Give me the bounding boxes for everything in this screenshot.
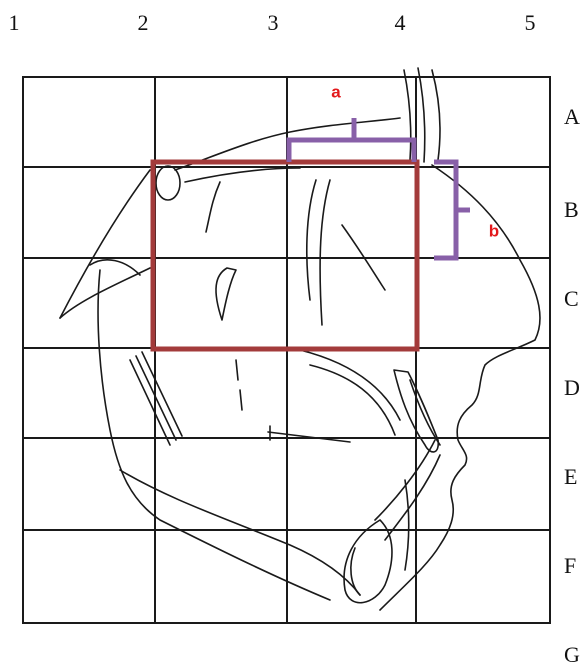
maxilla-line xyxy=(320,180,330,325)
frontal-bone-line xyxy=(404,70,411,160)
frontal-bone-line xyxy=(418,68,425,162)
bracket-a xyxy=(289,118,414,162)
upper-jaw-curve xyxy=(300,350,400,420)
upper-jaw-curve xyxy=(310,365,395,435)
pterygoid-outline xyxy=(216,268,236,320)
bracket-b xyxy=(434,162,470,258)
cranial-inner-outline xyxy=(185,168,300,182)
maxilla-line xyxy=(307,180,316,300)
zygoma-line xyxy=(206,182,220,232)
bracket-b-label: b xyxy=(489,223,499,240)
lower-incisor-line xyxy=(385,455,440,540)
ramus-line xyxy=(130,360,170,445)
lower-lip-line xyxy=(405,480,409,570)
tracing-mark xyxy=(240,390,242,410)
analysis-region-box xyxy=(153,162,417,349)
orbit-outline xyxy=(156,166,180,200)
mastoid-curve xyxy=(90,260,140,275)
bracket-a-label: a xyxy=(331,84,340,101)
ramus-line xyxy=(142,352,182,436)
tracing-mark xyxy=(236,360,238,380)
symphysis-inner xyxy=(351,548,360,595)
occipital-line xyxy=(60,170,150,318)
skull-profile-tracing xyxy=(60,68,540,610)
soft-tissue-forehead xyxy=(432,70,440,160)
soft-tissue-profile xyxy=(380,165,540,610)
